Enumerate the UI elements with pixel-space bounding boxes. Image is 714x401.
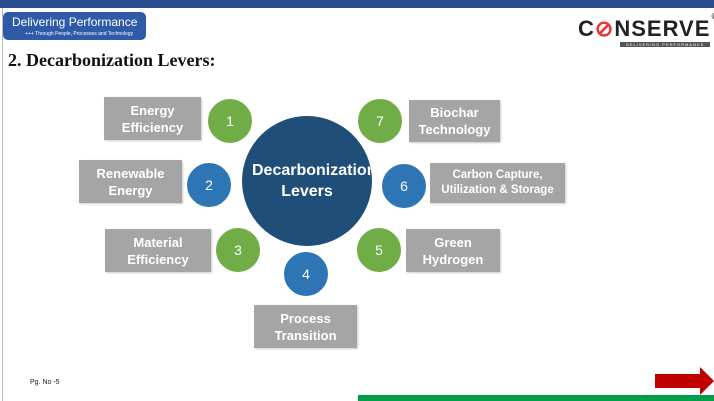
top-bar	[0, 0, 714, 8]
left-border	[2, 8, 3, 401]
lever-box-4: Process Transition	[254, 305, 357, 348]
lever-number-1: 1	[207, 98, 253, 144]
lever-number-4: 4	[283, 251, 329, 297]
logo-tagline: DELIVERING PERFORMANCE	[619, 42, 711, 47]
lever-number-2: 2	[186, 162, 232, 208]
page-number: Pg. No -5	[30, 379, 60, 386]
center-circle: Decarbonization Levers	[242, 116, 377, 246]
center-label: Decarbonization Levers	[252, 162, 377, 200]
lever-box-3: Material Efficiency	[105, 229, 211, 272]
lever-box-7: Biochar Technology	[409, 100, 500, 142]
lever-box-5: Green Hydrogen	[406, 229, 500, 272]
lever-box-6: Carbon Capture, Utilization & Storage	[430, 163, 565, 203]
header-badge: Delivering Performance +++ Through Peopl…	[3, 12, 146, 40]
badge-subtitle: +++ Through People, Processes and Techno…	[25, 31, 134, 37]
registered-mark: ®	[712, 12, 714, 21]
lever-number-3: 3	[215, 227, 261, 273]
page-title: 2. Decarbonization Levers:	[8, 50, 216, 70]
badge-title: Delivering Performance	[12, 15, 138, 29]
lever-box-2: Renewable Energy	[79, 160, 182, 203]
lever-number-7: 7	[357, 98, 403, 144]
lever-number-6: 6	[381, 163, 427, 209]
lever-box-1: Energy Efficiency	[104, 97, 201, 140]
next-arrow-icon[interactable]	[655, 367, 714, 395]
lever-number-5: 5	[356, 227, 402, 273]
conserve-logo: C⊘NSERVE®DELIVERING PERFORMANCE	[578, 12, 714, 47]
footer-green-bar	[358, 395, 714, 401]
